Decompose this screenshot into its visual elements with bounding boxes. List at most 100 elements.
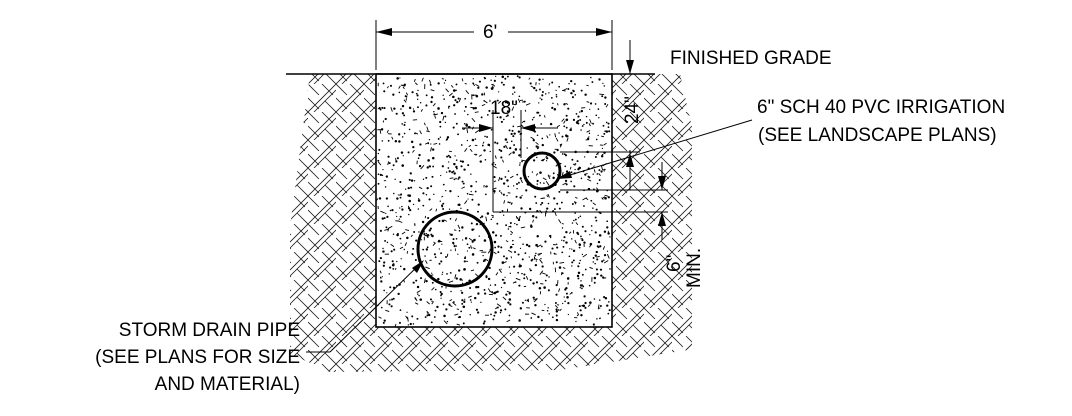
backfill-speck	[536, 156, 538, 159]
backfill-speck	[465, 90, 470, 95]
backfill-speck	[510, 226, 512, 228]
backfill-speck	[583, 205, 585, 207]
backfill-speck	[398, 218, 401, 220]
backfill-speck	[502, 193, 505, 196]
backfill-speck	[492, 216, 494, 219]
backfill-speck	[581, 287, 583, 290]
backfill-speck	[482, 260, 485, 263]
backfill-speck	[480, 116, 483, 119]
backfill-speck	[433, 142, 438, 145]
backfill-speck	[431, 175, 434, 178]
trench-outline	[375, 73, 613, 328]
backfill-speck	[540, 203, 542, 206]
backfill-speck	[443, 314, 446, 318]
backfill-speck	[592, 207, 594, 209]
backfill-speck	[384, 239, 387, 242]
backfill-speck	[549, 134, 551, 136]
backfill-speck	[442, 94, 444, 96]
backfill-speck	[504, 77, 507, 80]
backfill-speck	[594, 155, 597, 158]
backfill-speck	[571, 291, 573, 294]
backfill-speck	[520, 207, 523, 210]
backfill-speck	[554, 133, 557, 138]
backfill-speck	[461, 282, 464, 284]
backfill-speck	[379, 229, 382, 232]
backfill-speck	[603, 260, 609, 264]
backfill-speck	[602, 124, 605, 127]
backfill-speck	[601, 153, 604, 156]
backfill-speck	[523, 273, 526, 276]
backfill-speck	[603, 168, 606, 171]
backfill-speck	[474, 190, 477, 193]
backfill-speck	[396, 215, 398, 218]
backfill-speck	[387, 161, 390, 166]
backfill-speck	[382, 321, 385, 324]
backfill-speck	[537, 252, 543, 255]
backfill-speck	[572, 118, 576, 121]
backfill-speck	[412, 149, 415, 153]
backfill-speck	[405, 188, 407, 190]
backfill-speck	[528, 77, 531, 80]
backfill-speck	[598, 299, 601, 301]
backfill-speck	[521, 120, 525, 124]
backfill-speck	[549, 122, 553, 126]
backfill-speck	[512, 185, 515, 187]
backfill-speck	[460, 144, 463, 146]
backfill-speck	[391, 260, 394, 263]
backfill-speck	[604, 196, 607, 200]
backfill-speck	[379, 257, 382, 260]
backfill-speck	[551, 81, 554, 84]
backfill-speck	[528, 207, 532, 211]
backfill-speck	[415, 279, 418, 282]
backfill-speck	[521, 194, 523, 197]
backfill-speck	[587, 304, 591, 307]
backfill-speck	[544, 303, 546, 306]
backfill-speck	[489, 284, 492, 286]
backfill-speck	[518, 76, 521, 79]
backfill-speck	[460, 207, 462, 210]
backfill-speck	[481, 215, 484, 218]
backfill-speck	[518, 319, 521, 322]
backfill-speck	[517, 130, 521, 133]
backfill-speck	[478, 154, 483, 157]
backfill-speck	[441, 285, 443, 288]
backfill-speck	[419, 143, 422, 146]
backfill-speck	[509, 272, 511, 274]
backfill-speck	[577, 271, 581, 275]
backfill-speck	[528, 245, 531, 248]
backfill-speck	[411, 315, 414, 318]
backfill-speck	[561, 135, 564, 138]
backfill-speck	[588, 284, 591, 287]
backfill-speck	[457, 269, 461, 272]
backfill-speck	[439, 290, 442, 294]
backfill-speck	[469, 299, 472, 301]
backfill-speck	[523, 120, 526, 123]
backfill-speck	[494, 311, 497, 314]
backfill-speck	[564, 300, 566, 303]
backfill-speck	[587, 178, 592, 182]
backfill-speck	[548, 83, 551, 86]
backfill-speck	[428, 229, 431, 232]
backfill-speck	[445, 255, 448, 258]
backfill-speck	[555, 310, 559, 313]
backfill-speck	[455, 177, 457, 180]
backfill-speck	[449, 190, 452, 193]
backfill-speck	[443, 219, 448, 222]
backfill-speck	[424, 260, 428, 264]
backfill-speck	[593, 169, 596, 173]
backfill-speck	[510, 140, 513, 143]
backfill-speck	[440, 297, 442, 299]
backfill-speck	[455, 218, 457, 222]
backfill-speck	[406, 236, 409, 240]
pipe-separation-dimension: 18"	[462, 98, 558, 212]
backfill-speck	[604, 194, 609, 197]
backfill-speck	[494, 155, 497, 159]
backfill-speck	[420, 109, 423, 112]
backfill-speck	[378, 260, 381, 263]
backfill-speck	[422, 248, 425, 251]
backfill-speck	[538, 78, 541, 81]
backfill-speck	[519, 263, 521, 265]
backfill-speck	[449, 271, 452, 274]
backfill-speck	[590, 199, 593, 202]
backfill-speck	[562, 267, 566, 269]
